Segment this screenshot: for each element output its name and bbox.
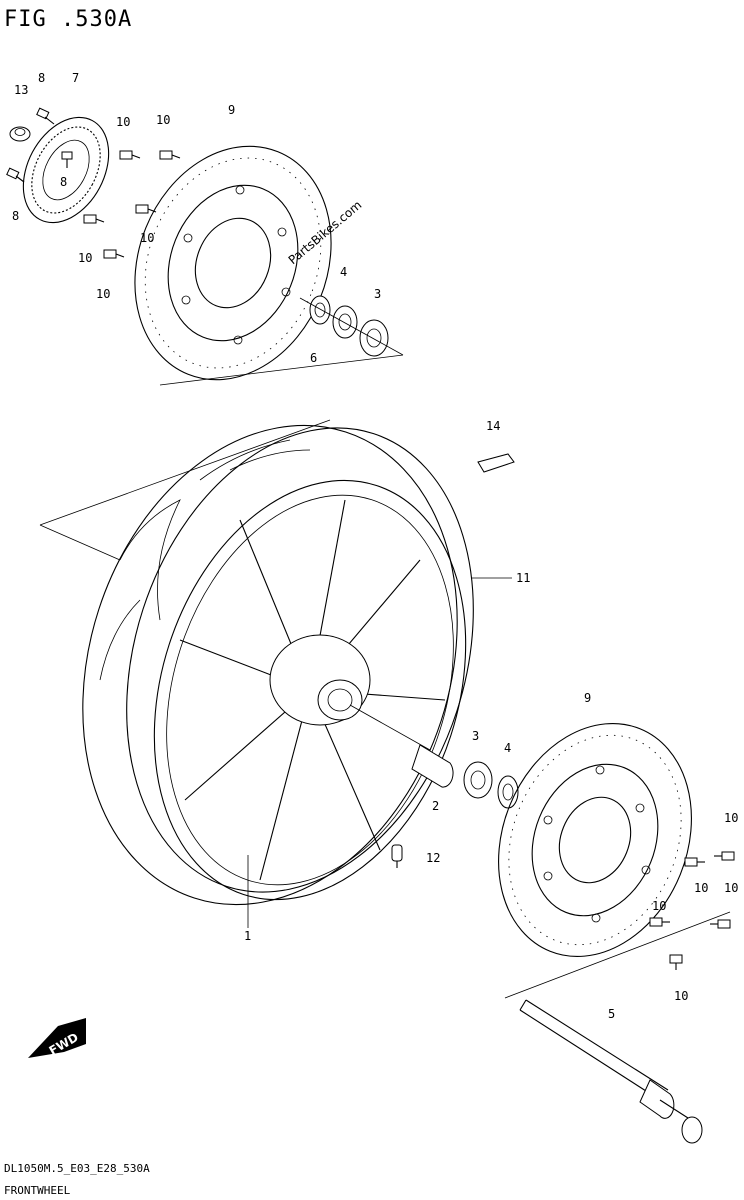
leader-line bbox=[349, 704, 431, 751]
callout-10: 10 bbox=[724, 811, 738, 825]
axle-5 bbox=[519, 999, 703, 1144]
callout-6: 6 bbox=[310, 351, 317, 365]
upper-bearing-set bbox=[299, 295, 404, 357]
bolt-8-left-icon bbox=[6, 167, 25, 183]
callout-10: 10 bbox=[694, 881, 708, 895]
callout-2: 2 bbox=[432, 799, 439, 813]
bolt-8-center-icon bbox=[61, 151, 73, 168]
callout-1: 1 bbox=[244, 929, 251, 943]
balance-weight-14-icon bbox=[477, 453, 515, 473]
callout-10: 10 bbox=[116, 115, 130, 129]
callout-10: 10 bbox=[652, 899, 666, 913]
callout-8: 8 bbox=[60, 175, 67, 189]
leader-line bbox=[504, 911, 731, 999]
callout-11: 11 bbox=[516, 571, 530, 585]
disc-bolt-icon-group-lower bbox=[649, 851, 735, 970]
callout-10: 10 bbox=[96, 287, 110, 301]
callout-9: 9 bbox=[584, 691, 591, 705]
callout-13: 13 bbox=[14, 83, 28, 97]
brake-disc-lower bbox=[498, 722, 692, 958]
callout-3: 3 bbox=[472, 729, 479, 743]
callout-4: 4 bbox=[504, 741, 511, 755]
wheel-tire bbox=[82, 424, 474, 906]
callout-4: 4 bbox=[340, 265, 347, 279]
callout-9: 9 bbox=[228, 103, 235, 117]
callout-3: 3 bbox=[374, 287, 381, 301]
callout-10: 10 bbox=[78, 251, 92, 265]
disc-bolt-icon-group-upper bbox=[83, 150, 181, 259]
footer-code: DL1050M.5_E03_E28_530A bbox=[4, 1162, 150, 1175]
callout-10: 10 bbox=[156, 113, 170, 127]
callout-8: 8 bbox=[38, 71, 45, 85]
footer-name: FRONTWHEEL bbox=[4, 1184, 71, 1197]
watermark: PartsBikes.com bbox=[286, 198, 365, 267]
leader-line bbox=[39, 419, 331, 526]
bolt-8-top-icon bbox=[36, 107, 55, 125]
callout-12: 12 bbox=[426, 851, 440, 865]
wheel-hub bbox=[269, 634, 371, 726]
callout-10: 10 bbox=[674, 989, 688, 1003]
valve-12-icon bbox=[391, 844, 403, 868]
leader-line bbox=[159, 354, 404, 386]
callout-10: 10 bbox=[724, 881, 738, 895]
callout-8: 8 bbox=[12, 209, 19, 223]
callout-10: 10 bbox=[140, 231, 154, 245]
callout-14: 14 bbox=[486, 419, 500, 433]
nut-13 bbox=[9, 126, 31, 142]
lower-bearing-set bbox=[411, 744, 519, 809]
callout-5: 5 bbox=[608, 1007, 615, 1021]
figure-title: FIG .530A bbox=[4, 7, 132, 32]
brake-disc-upper bbox=[134, 145, 332, 381]
callout-7: 7 bbox=[72, 71, 79, 85]
forward-arrow-icon: FWD bbox=[28, 1018, 86, 1058]
leader-line bbox=[39, 524, 121, 561]
abs-sensor-ring bbox=[22, 116, 110, 224]
